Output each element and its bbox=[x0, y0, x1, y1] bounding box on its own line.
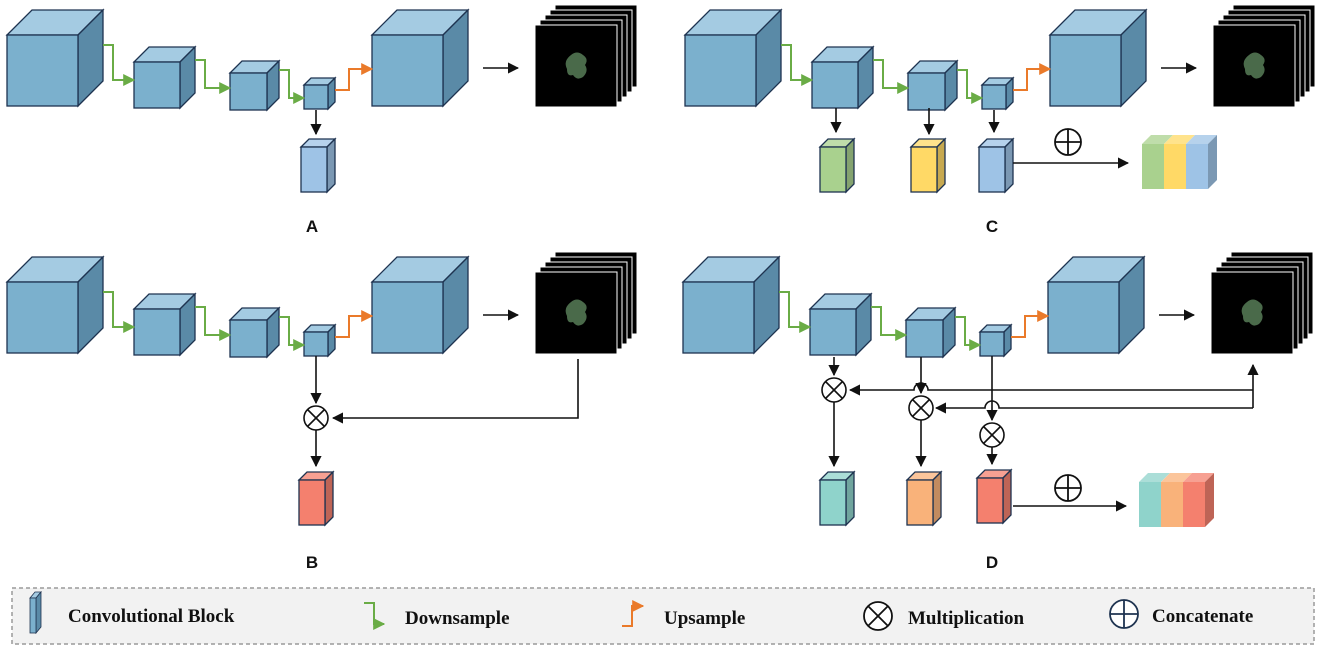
panel-a-bottleneck-block bbox=[302, 76, 337, 111]
downsample-arrow-icon bbox=[364, 602, 386, 630]
panel-d-multiplication-symbol-1 bbox=[821, 377, 847, 403]
panel-label-a: A bbox=[306, 217, 318, 236]
multiplication-icon bbox=[863, 601, 893, 631]
panel-a-feature-block bbox=[299, 137, 337, 194]
panel-c-concatenate-symbol bbox=[1054, 128, 1082, 156]
panel-c-downsample-arrow-1 bbox=[781, 44, 814, 86]
panel-b-downsample-arrow-1 bbox=[103, 291, 136, 333]
panel-a-downsample-arrow-1 bbox=[103, 44, 136, 86]
panel-d-encoder-block-3 bbox=[904, 306, 957, 359]
panel-c-bottleneck-block bbox=[980, 76, 1015, 111]
legend-label-upsample: Upsample bbox=[664, 608, 745, 629]
panel-b-segmentation-mask bbox=[534, 251, 638, 355]
panel-c-segmentation-mask bbox=[1212, 4, 1316, 108]
panel-b-mask-feedback-arrow bbox=[331, 359, 579, 424]
panel-b-multiplication-symbol bbox=[303, 405, 329, 431]
panel-d-feature-block-orange bbox=[905, 470, 943, 527]
panel-d-encoder-block-2 bbox=[808, 292, 873, 357]
legend-label-multiplication: Multiplication bbox=[908, 608, 1025, 629]
panel-c-encoder-block-1 bbox=[683, 8, 783, 108]
legend-label-downsample: Downsample bbox=[405, 608, 510, 629]
panel-label-b: B bbox=[306, 553, 318, 572]
panel-d-feature-block-red bbox=[975, 468, 1013, 525]
panel-c-upsample-arrow bbox=[1013, 63, 1052, 91]
panel-d-multiplication-symbol-2 bbox=[908, 395, 934, 421]
panel-d-feedback-to-mult-1 bbox=[848, 382, 1253, 396]
panel-c-downsample-arrow-2 bbox=[873, 59, 910, 94]
legend: Convolutional Block Downsample Upsample … bbox=[11, 587, 1315, 645]
upsample-arrow-icon bbox=[622, 600, 645, 627]
panel-d-downsample-arrow-1 bbox=[779, 291, 812, 333]
panel-d-multiplication-symbol-3 bbox=[979, 422, 1005, 448]
panel-a-downsample-arrow-2 bbox=[195, 59, 232, 94]
panel-b-downsample-arrow-2 bbox=[195, 306, 232, 341]
panel-a-encoder-block-3 bbox=[228, 59, 281, 112]
panel-d-feedback-to-mult-2 bbox=[934, 400, 1253, 414]
legend-label-concatenate: Concatenate bbox=[1152, 606, 1253, 627]
panel-d-segmentation-mask bbox=[1210, 251, 1314, 355]
panel-a-decoder-block bbox=[370, 8, 470, 108]
panel-b-encoder-block-3 bbox=[228, 306, 281, 359]
panel-d-downsample-arrow-2 bbox=[871, 306, 908, 341]
panel-d-downsample-arrow-3 bbox=[955, 316, 982, 351]
panel-c-feature-block-yellow bbox=[909, 137, 947, 194]
panel-a-downsample-arrow-3 bbox=[279, 69, 306, 104]
panel-d-concatenate-symbol bbox=[1054, 474, 1082, 502]
panel-c-feature-block-blue bbox=[977, 137, 1015, 194]
panel-d-bottleneck-block bbox=[978, 323, 1013, 358]
panel-b-upsample-arrow bbox=[335, 310, 374, 338]
panel-b-encoder-block-1 bbox=[5, 255, 105, 355]
legend-label-convolutional-block: Convolutional Block bbox=[68, 606, 235, 627]
convolutional-block-icon bbox=[29, 590, 42, 635]
panel-c-concatenated-features bbox=[1142, 135, 1217, 189]
panel-b-feature-block bbox=[297, 470, 335, 527]
panel-b-downsample-arrow-3 bbox=[279, 316, 306, 351]
panel-d-concatenated-features bbox=[1139, 473, 1214, 527]
panel-d-feature-block-teal bbox=[818, 470, 856, 527]
panel-c-feature-block-green bbox=[818, 137, 856, 194]
panel-d-upsample-arrow bbox=[1011, 310, 1050, 338]
panel-c-downsample-arrow-3 bbox=[957, 69, 984, 104]
panel-b-encoder-block-2 bbox=[132, 292, 197, 357]
panel-a-encoder-block-1 bbox=[5, 8, 105, 108]
panel-b-decoder-block bbox=[370, 255, 470, 355]
panel-c-decoder-block bbox=[1048, 8, 1148, 108]
panel-label-c: C bbox=[986, 217, 998, 236]
panel-d-decoder-block bbox=[1046, 255, 1146, 355]
panel-c-encoder-block-3 bbox=[906, 59, 959, 112]
panel-a-segmentation-mask bbox=[534, 4, 638, 108]
legend-box bbox=[11, 587, 1315, 645]
panel-b-bottleneck-block bbox=[302, 323, 337, 358]
panel-label-d: D bbox=[986, 553, 998, 572]
panel-a-upsample-arrow bbox=[335, 63, 374, 91]
panel-d-encoder-block-1 bbox=[681, 255, 781, 355]
panel-c-encoder-block-2 bbox=[810, 45, 875, 110]
concatenate-icon bbox=[1109, 599, 1139, 629]
panel-a-encoder-block-2 bbox=[132, 45, 197, 110]
